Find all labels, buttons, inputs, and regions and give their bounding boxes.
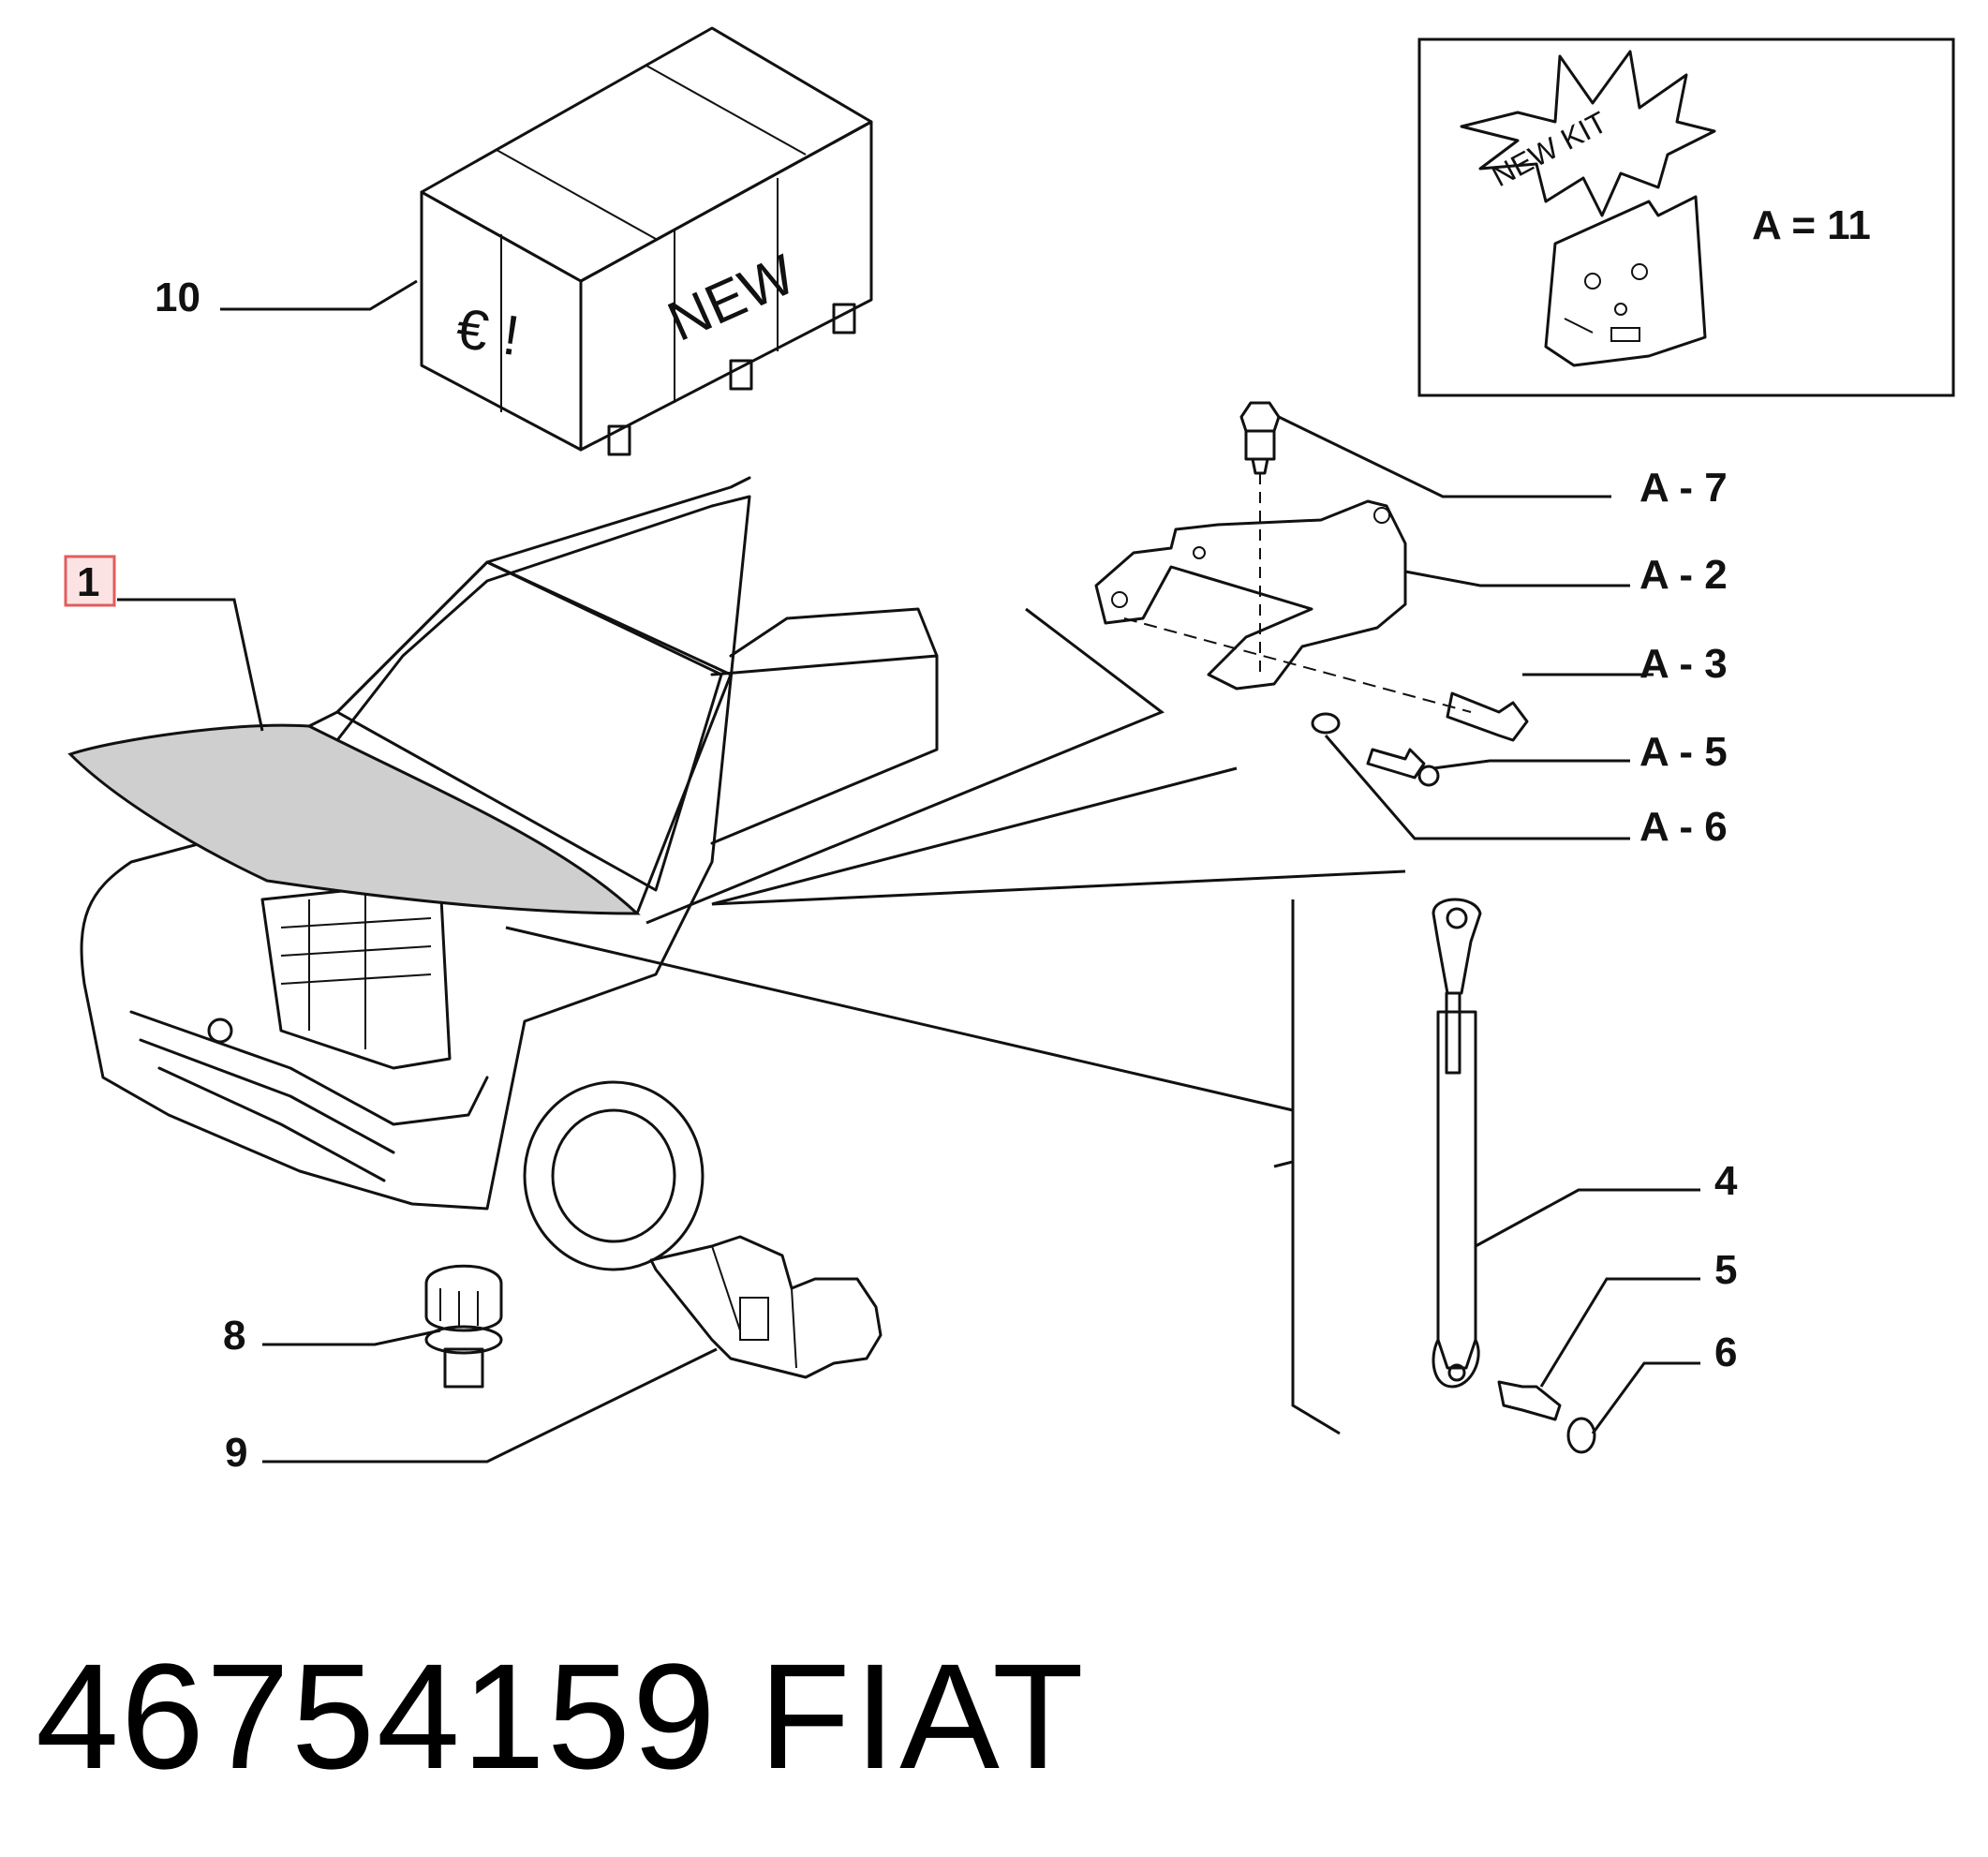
highlight-box-1 bbox=[64, 555, 116, 607]
rubber-stop-illustration bbox=[424, 1264, 503, 1389]
washer-a6-icon bbox=[1311, 712, 1341, 735]
callout-a2[interactable]: A - 2 bbox=[1639, 552, 1728, 598]
new-kit-starburst bbox=[1460, 50, 1716, 217]
hood-bracket-assembly bbox=[1094, 401, 1529, 787]
gas-strut-assembly bbox=[1432, 898, 1596, 1454]
leader-pin-detail bbox=[505, 926, 1295, 1168]
leader-1 bbox=[117, 598, 264, 732]
kit-bag-icon bbox=[1544, 195, 1707, 367]
crate-side-text: € ! bbox=[452, 297, 523, 368]
leader-4 bbox=[1475, 1188, 1700, 1248]
leader-a2 bbox=[1404, 570, 1630, 587]
callout-a3[interactable]: A - 3 bbox=[1639, 641, 1728, 687]
callout-8[interactable]: 8 bbox=[223, 1313, 245, 1359]
callout-4[interactable]: 4 bbox=[1714, 1158, 1738, 1204]
callout-1[interactable]: 1 bbox=[77, 559, 99, 605]
ball-stud-5-icon bbox=[1497, 1380, 1562, 1421]
leader-a7 bbox=[1278, 415, 1611, 498]
leader-9 bbox=[262, 1347, 718, 1463]
callout-6[interactable]: 6 bbox=[1714, 1330, 1737, 1375]
leader-bracket-detail bbox=[645, 607, 1165, 925]
crate-illustration: € ! NEW bbox=[420, 26, 873, 456]
latch-bracket-illustration bbox=[649, 1235, 883, 1379]
ball-stud-a5-icon bbox=[1366, 748, 1426, 780]
callout-5[interactable]: 5 bbox=[1714, 1247, 1737, 1293]
brand-name: FIAT bbox=[759, 1632, 1088, 1800]
bracket-a2 bbox=[1094, 499, 1407, 691]
car-illustration bbox=[67, 476, 939, 1271]
callout-10[interactable]: 10 bbox=[155, 275, 200, 320]
kit-equation: A = 11 bbox=[1752, 202, 1871, 248]
leader-8 bbox=[262, 1329, 441, 1346]
crate-front-text: NEW bbox=[659, 243, 804, 353]
callout-a5[interactable]: A - 5 bbox=[1639, 729, 1728, 775]
callout-a7[interactable]: A - 7 bbox=[1639, 465, 1728, 511]
bolt-a3-icon bbox=[1446, 691, 1529, 742]
leader-strut-detail bbox=[711, 766, 1406, 906]
leader-a6 bbox=[1324, 735, 1630, 840]
callout-9[interactable]: 9 bbox=[225, 1430, 247, 1476]
leader-frame-lower bbox=[1291, 899, 1341, 1435]
leader-10 bbox=[220, 279, 418, 311]
leader-5 bbox=[1539, 1277, 1700, 1388]
strut-cylinder bbox=[1436, 1010, 1477, 1370]
part-number: 46754159 bbox=[36, 1632, 718, 1800]
hood-panel bbox=[67, 723, 641, 915]
kit-box: NEW KIT A = 11 bbox=[1417, 37, 1955, 397]
leader-6 bbox=[1591, 1361, 1700, 1434]
callout-a6[interactable]: A - 6 bbox=[1639, 804, 1728, 850]
leader-a5 bbox=[1432, 759, 1630, 770]
washer-6-icon bbox=[1566, 1417, 1596, 1454]
